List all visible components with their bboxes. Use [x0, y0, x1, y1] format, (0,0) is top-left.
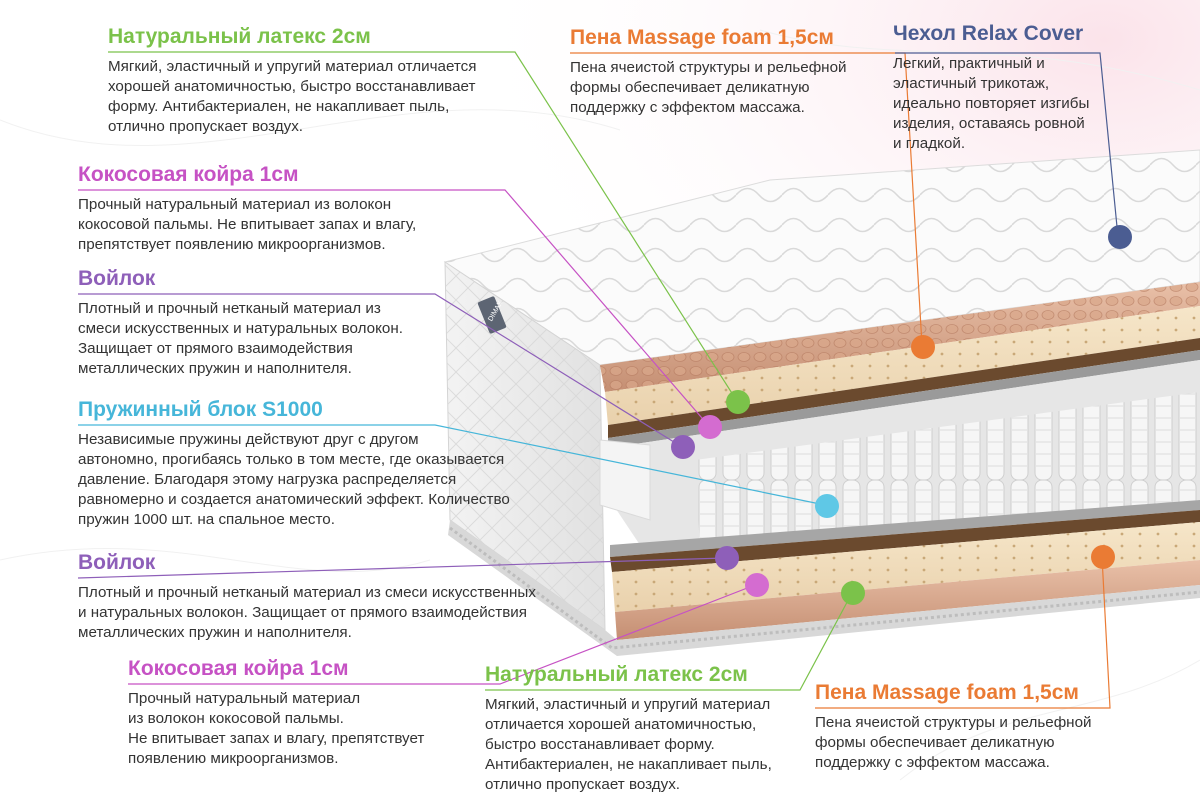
callout-coir-top: Кокосовая койра 1см Прочный натуральный …	[78, 162, 438, 255]
leader-latex-top	[108, 51, 736, 399]
callout-massage-top: Пена Massage foam 1,5см Пена ячеистой ст…	[570, 25, 880, 118]
callout-title: Войлок	[78, 551, 156, 574]
callout-title: Кокосовая койра 1см	[78, 163, 299, 186]
callout-title: Войлок	[78, 267, 156, 290]
callout-title: Чехол Relax Cover	[893, 22, 1084, 45]
marker-coir-top	[698, 415, 722, 439]
callout-desc: Мягкий, эластичный и упругий материал от…	[485, 696, 772, 793]
marker-coir-bottom	[745, 573, 769, 597]
callout-title: Пена Massage foam 1,5см	[815, 681, 1079, 704]
marker-cover	[1108, 225, 1132, 249]
marker-felt-bottom	[715, 546, 739, 570]
callout-title: Пена Massage foam 1,5см	[570, 26, 834, 49]
marker-massage-top	[911, 335, 935, 359]
leader-felt-bottom	[77, 557, 726, 579]
marker-massage-bottom	[1091, 545, 1115, 569]
callout-coir-bottom: Кокосовая койра 1см Прочный натуральный …	[128, 656, 468, 769]
callout-desc: Прочный натуральный материал из волокон …	[78, 196, 417, 253]
callout-latex-bottom: Натуральный латекс 2см Мягкий, эластичны…	[485, 662, 805, 795]
callout-cover: Чехол Relax Cover Легкий, практичный и э…	[893, 21, 1123, 154]
callout-spring-block: Пружинный блок S1000 Независимые пружины…	[78, 397, 548, 530]
callout-desc: Прочный натуральный материал из волокон …	[128, 690, 425, 767]
marker-latex-top	[726, 390, 750, 414]
leader-spring-block	[78, 424, 826, 506]
callout-felt-bottom: Войлок Плотный и прочный нетканый матери…	[78, 550, 578, 643]
callout-desc: Пена ячеистой структуры и рельефной форм…	[815, 714, 1092, 771]
leader-felt-top	[78, 293, 683, 448]
leader-coir-bottom	[128, 584, 756, 685]
callout-title: Кокосовая койра 1см	[128, 657, 349, 680]
callout-felt-top: Войлок Плотный и прочный нетканый матери…	[78, 266, 438, 379]
callout-title: Натуральный латекс 2см	[108, 25, 371, 48]
leader-massage-bottom	[815, 556, 1111, 709]
leader-cover	[895, 52, 1119, 238]
callout-title: Пружинный блок S1000	[78, 398, 323, 421]
callout-desc: Пена ячеистой структуры и рельефной форм…	[570, 59, 847, 116]
callout-desc: Мягкий, эластичный и упругий материал от…	[108, 58, 477, 135]
callout-massage-bottom: Пена Massage foam 1,5см Пена ячеистой ст…	[815, 680, 1135, 773]
callout-desc: Легкий, практичный и эластичный трикотаж…	[893, 55, 1090, 152]
callout-latex-top: Натуральный латекс 2см Мягкий, эластичны…	[108, 24, 528, 137]
marker-spring-block	[815, 494, 839, 518]
leader-coir-top	[78, 189, 709, 426]
marker-felt-top	[671, 435, 695, 459]
marker-latex-bottom	[841, 581, 865, 605]
leader-latex-bottom	[485, 592, 853, 691]
callout-desc: Плотный и прочный нетканый материал из с…	[78, 300, 403, 377]
callout-desc: Независимые пружины действуют друг с дру…	[78, 431, 510, 528]
callout-title: Натуральный латекс 2см	[485, 663, 748, 686]
callout-desc: Плотный и прочный нетканый материал из с…	[78, 584, 536, 641]
